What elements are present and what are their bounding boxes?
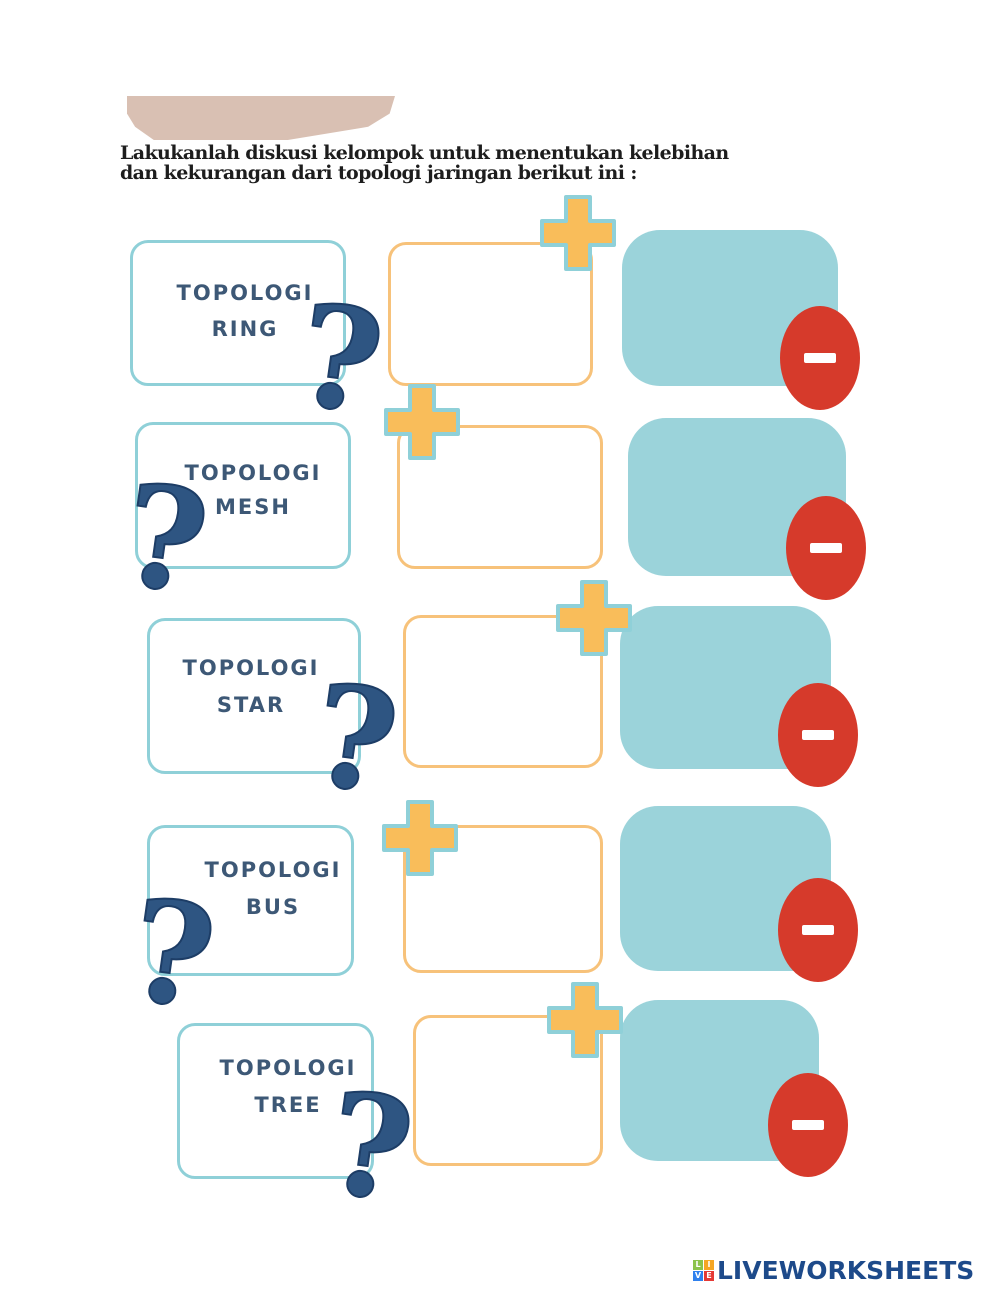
advantage-input-star[interactable] [403,615,603,768]
minus-icon [778,683,858,787]
label-line1: TOPOLOGI [219,1056,357,1080]
label-line2: BUS [245,895,301,919]
topology-label-mesh: TOPOLOGI MESH [135,422,351,569]
logo-text: LIVEWORKSHEETS [717,1256,975,1285]
plus-icon [547,982,623,1058]
plus-icon [556,580,632,656]
question-mark-icon: ? [119,867,225,1043]
plus-icon [540,195,616,271]
liveworksheets-logo: L I V E LIVEWORKSHEETS [693,1256,974,1285]
topology-label-tree: TOPOLOGI TREE [177,1023,374,1179]
label-line1: TOPOLOGI [182,656,320,680]
label-line2: RING [211,317,279,341]
label-line2: MESH [215,495,291,519]
topology-label-star: TOPOLOGI STAR [147,618,361,774]
header-tape-decoration [127,96,395,140]
logo-mark: L I V E [693,1260,714,1281]
minus-icon [786,496,866,600]
question-mark-icon: ? [112,452,218,628]
instruction-text: Lakukanlah diskusi kelompok untuk menent… [120,142,729,184]
label-line1: TOPOLOGI [184,461,322,485]
plus-icon [384,384,460,460]
minus-icon [780,306,860,410]
label-line1: TOPOLOGI [176,281,314,305]
label-line2: STAR [216,693,286,717]
label-line2: TREE [254,1093,322,1117]
minus-icon [778,878,858,982]
label-line1: TOPOLOGI [204,858,342,882]
plus-icon [382,800,458,876]
minus-icon [768,1073,848,1177]
topology-label-ring: TOPOLOGI RING [130,240,346,386]
advantage-input-ring[interactable] [388,242,593,386]
topology-label-bus: TOPOLOGI BUS [147,825,354,976]
